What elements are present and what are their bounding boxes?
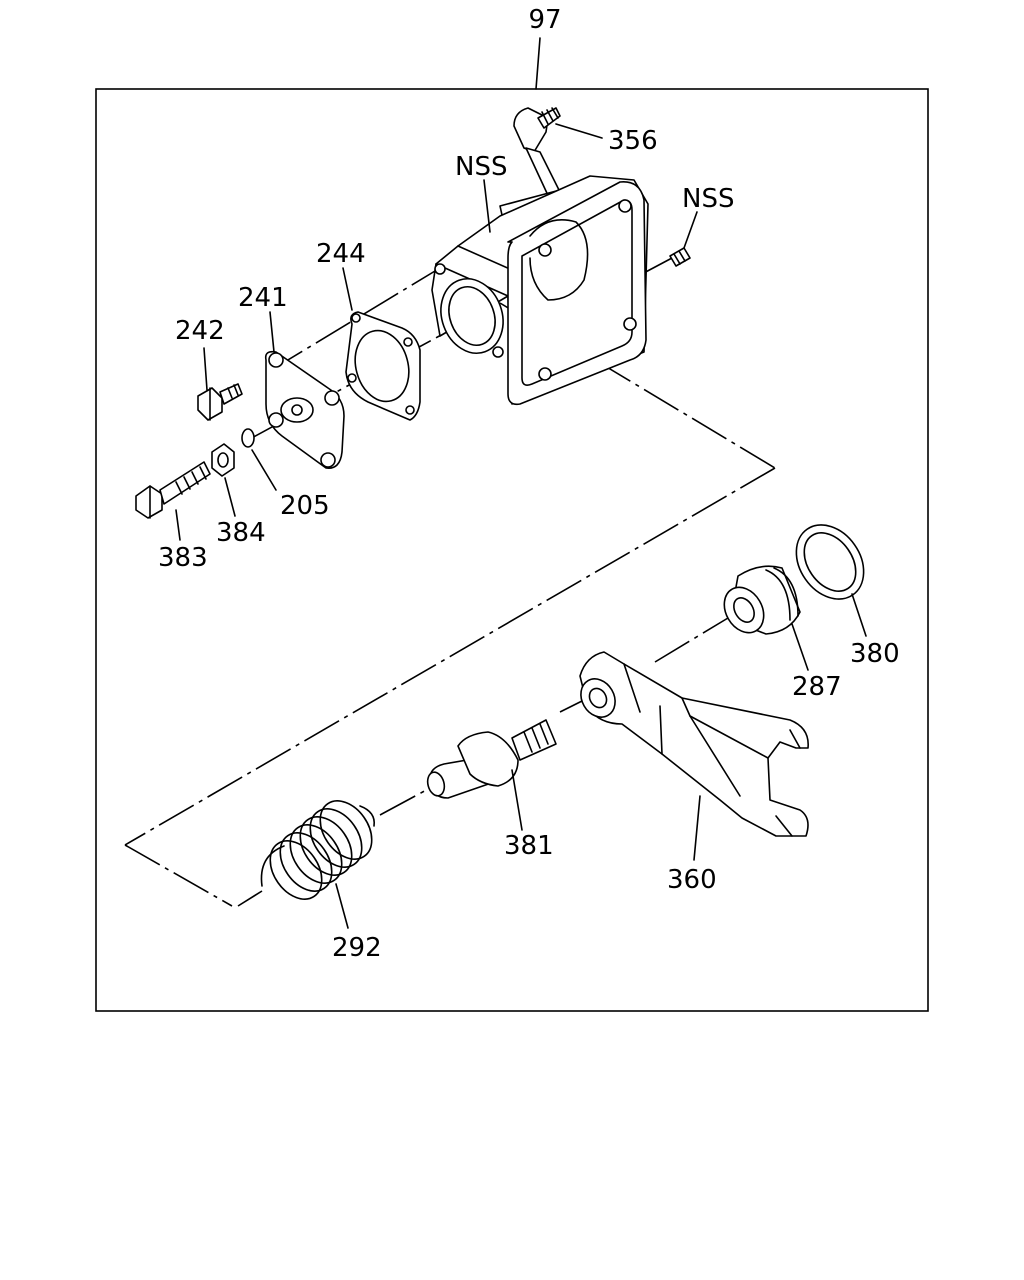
part-244-gasket bbox=[345, 311, 421, 421]
alignment-lines bbox=[124, 257, 776, 907]
leader-241 bbox=[269, 311, 275, 353]
callout-381: 381 bbox=[504, 831, 554, 861]
diagram-frame bbox=[95, 88, 929, 1012]
leader-360 bbox=[693, 795, 701, 861]
assembly-label: 97 bbox=[528, 5, 561, 35]
leader-242 bbox=[203, 347, 208, 391]
part-360-shift-fork bbox=[579, 651, 809, 837]
part-241-cover bbox=[264, 350, 345, 469]
part-292-spring bbox=[260, 800, 376, 900]
part-housing bbox=[431, 175, 649, 406]
callout-205: 205 bbox=[280, 491, 330, 521]
leader-nss-plug bbox=[683, 211, 698, 249]
part-384-nut bbox=[211, 443, 235, 477]
part-381-pivot-pin bbox=[426, 719, 557, 799]
callout-242: 242 bbox=[175, 316, 225, 346]
leader-292 bbox=[335, 883, 349, 929]
assembly-leader bbox=[535, 37, 541, 90]
part-242-bolt bbox=[197, 383, 243, 421]
part-383-bolt bbox=[135, 461, 211, 519]
leader-383 bbox=[175, 509, 181, 541]
leader-nss-housing bbox=[483, 179, 491, 233]
part-380-seal-ring bbox=[795, 524, 865, 600]
callout-356: 356 bbox=[608, 126, 658, 156]
leader-244 bbox=[342, 267, 353, 311]
part-356-elbow-fitting bbox=[513, 107, 565, 205]
callout-383: 383 bbox=[158, 543, 208, 573]
part-287-bushing bbox=[723, 565, 801, 635]
part-plug bbox=[669, 247, 691, 267]
callout-241: 241 bbox=[238, 283, 288, 313]
leader-384 bbox=[224, 477, 236, 517]
leader-205 bbox=[251, 449, 277, 491]
callout-nss-plug: NSS bbox=[682, 184, 734, 214]
callout-360: 360 bbox=[667, 865, 717, 895]
callout-nss-housing: NSS bbox=[455, 152, 507, 182]
leader-380 bbox=[851, 593, 867, 637]
callout-384: 384 bbox=[216, 518, 266, 548]
leader-381 bbox=[511, 769, 523, 831]
callout-292: 292 bbox=[332, 933, 382, 963]
leader-356 bbox=[555, 123, 603, 139]
callout-287: 287 bbox=[792, 672, 842, 702]
callout-244: 244 bbox=[316, 239, 366, 269]
leader-287 bbox=[791, 623, 809, 671]
part-205-washer bbox=[241, 428, 255, 448]
callout-380: 380 bbox=[850, 639, 900, 669]
